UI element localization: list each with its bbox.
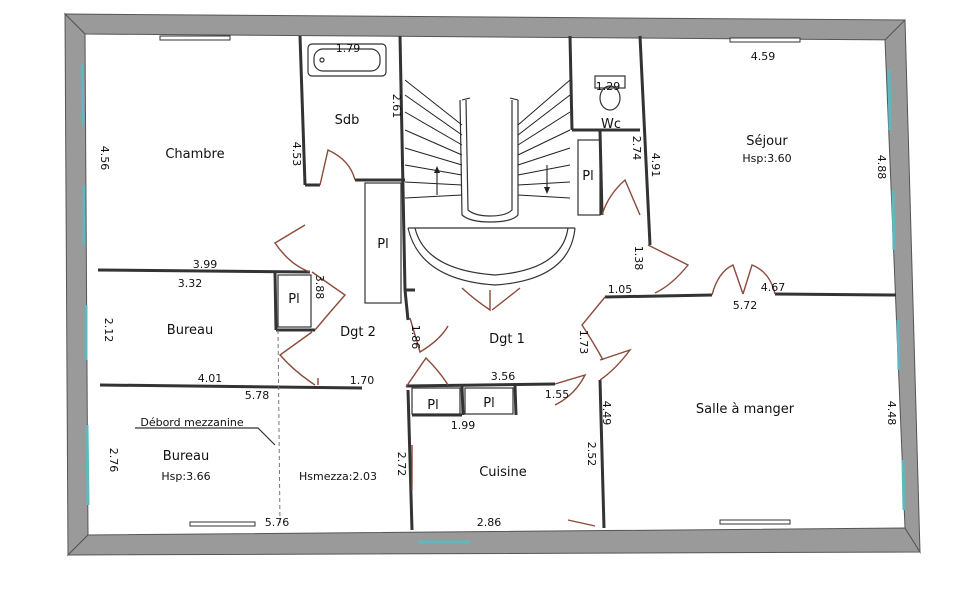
windows — [80, 35, 906, 544]
closet-label-3: Pl — [582, 169, 593, 184]
room-sejour: Séjour — [746, 134, 788, 149]
bathtub — [307, 43, 387, 77]
dim-dgt1-155: 1.55 — [545, 388, 570, 401]
dim-dgt1-105: 1.05 — [608, 283, 633, 296]
closets — [277, 139, 601, 415]
dim-cuisine-252: 2.52 — [585, 442, 598, 467]
label-hsmezza: Hsmezza:2.03 — [299, 470, 377, 483]
dim-bureau2-bottom: 5.76 — [265, 516, 290, 529]
dim-sejour-width: 4.59 — [751, 50, 776, 63]
room-bureau-2-hsp: Hsp:3.66 — [161, 470, 210, 483]
room-bureau-2: Bureau — [163, 449, 209, 464]
window-top-sejour — [729, 37, 801, 43]
wall-left — [64, 12, 89, 557]
dim-sejour-491: 4.91 — [649, 153, 662, 178]
room-sdb: Sdb — [335, 113, 360, 128]
dim-chambre-height: 4.56 — [98, 146, 111, 171]
dim-dgt2-bottom: 1.70 — [350, 374, 375, 387]
dim-bureau1-width: 3.32 — [178, 277, 203, 290]
exterior-walls — [63, 12, 921, 557]
room-dgt-2: Dgt 2 — [340, 325, 376, 340]
window-top-chambre — [159, 35, 231, 41]
dim-bureau2-top: 5.78 — [245, 389, 270, 402]
closet-label-5: Pl — [483, 396, 494, 411]
wall-bottom — [66, 527, 921, 556]
dim-dgt2-388: 3.88 — [313, 275, 326, 300]
dim-pl-199: 1.99 — [451, 419, 476, 432]
interior-walls — [97, 35, 897, 531]
room-salle-a-manger: Salle à manger — [696, 402, 795, 417]
room-sejour-hsp: Hsp:3.60 — [742, 152, 791, 165]
debord-leader — [135, 427, 276, 446]
dim-salle-449: 4.49 — [600, 401, 613, 426]
dim-sdb-width: 1.79 — [336, 42, 361, 55]
window-right-2 — [891, 189, 896, 251]
dim-chambre-width: 3.99 — [193, 258, 218, 271]
room-bureau-1: Bureau — [167, 323, 213, 338]
room-wc: Wc — [601, 117, 621, 132]
dim-cuisine-bottom: 2.86 — [477, 516, 502, 529]
dim-salle-height: 4.48 — [885, 401, 898, 426]
window-right-4 — [901, 459, 906, 511]
window-bottom-salle — [719, 519, 791, 525]
dim-chambre-inner: 4.53 — [290, 142, 303, 167]
room-chambre: Chambre — [165, 147, 224, 162]
label-debord-mezzanine: Débord mezzanine — [140, 416, 244, 429]
dim-dgt1-186: 1.86 — [409, 325, 422, 350]
staircase — [404, 79, 576, 286]
dim-sejour-bottom: 4.67 — [761, 281, 786, 294]
dim-wc-274: 2.74 — [630, 136, 643, 161]
mezzanine-boundary — [277, 329, 281, 526]
dim-bureau1-height: 2.12 — [102, 318, 115, 343]
dim-bureau1-bottom: 4.01 — [198, 372, 223, 385]
dim-sdb-height: 2.61 — [390, 94, 403, 119]
dim-wc-width: 1.29 — [596, 80, 621, 93]
window-left-4 — [85, 424, 90, 506]
closet-label-2: Pl — [288, 292, 299, 307]
window-right-3 — [896, 319, 901, 371]
dim-dgt1-173: 1.73 — [577, 330, 590, 355]
dim-cuisine-272: 2.72 — [395, 452, 408, 477]
window-left-1 — [80, 64, 85, 126]
window-bottom-bureau — [189, 521, 256, 527]
closet-label-1: Pl — [377, 237, 388, 252]
dim-bureau2-height: 2.76 — [107, 448, 120, 473]
window-right-1 — [887, 69, 892, 131]
dim-sejour-488: 4.88 — [875, 155, 888, 180]
dim-dgt1-138: 1.38 — [632, 246, 645, 271]
dim-salle-top: 5.72 — [733, 299, 758, 312]
dim-cuisine-top: 3.56 — [491, 370, 516, 383]
room-cuisine: Cuisine — [479, 465, 527, 480]
doors — [274, 149, 776, 527]
room-dgt-1: Dgt 1 — [489, 332, 525, 347]
toilet — [594, 75, 626, 111]
closet-label-4: Pl — [427, 398, 438, 413]
